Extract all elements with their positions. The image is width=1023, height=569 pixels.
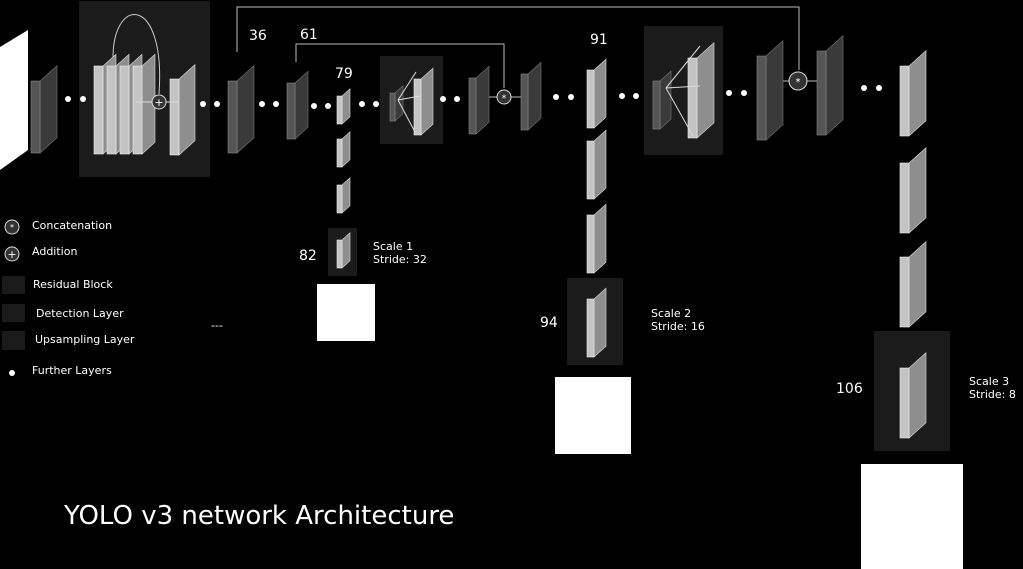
further-layer-dot [259, 101, 265, 107]
layer-slab-79c [336, 177, 351, 214]
layer-slab-36 [227, 65, 255, 154]
layer-number-91: 91 [590, 32, 608, 48]
residual-block-swatch [2, 276, 25, 294]
layer-slab-g3 [899, 241, 927, 328]
diagram-title: YOLO v3 network Architecture [63, 501, 454, 531]
further-layer-dot [359, 101, 365, 107]
layer-slab-91a [586, 58, 607, 129]
upsample-fan-2 [665, 45, 701, 137]
upsample-fan-1 [397, 71, 421, 133]
further-layer-dot [65, 96, 71, 102]
addition-icon [4, 246, 20, 262]
layer-slab-106 [899, 352, 927, 439]
scale-3-name: Scale 3 [969, 375, 1009, 388]
concat-node-1: * [496, 89, 512, 105]
skip-line-36 [236, 6, 800, 70]
upsampling-panel-1 [380, 56, 443, 144]
svg-text:Residual Block: Residual Block [33, 278, 113, 291]
svg-text:+: + [7, 248, 16, 261]
layer-slab-79a [336, 88, 351, 125]
layer-slab-79b [336, 131, 351, 168]
further-layer-dot [568, 94, 574, 100]
layer-slab-f [816, 35, 844, 136]
further-layer-dot [373, 101, 379, 107]
detection-layer-swatch [2, 304, 25, 322]
scale-1-stride: Stride: 32 [373, 253, 427, 266]
further-layer-dot [553, 94, 559, 100]
layer-number-94: 94 [540, 315, 558, 331]
layer-slab-d [520, 61, 542, 131]
skip-line-61 [295, 43, 505, 88]
svg-text:Addition: Addition [32, 245, 77, 258]
layer-slab-91c [586, 203, 607, 274]
output-scale-3 [861, 464, 963, 569]
layer-number-82: 82 [299, 248, 317, 264]
scale-2-name: Scale 2 [651, 307, 691, 320]
addition-node: + [136, 94, 178, 110]
layer-slab-up2b [687, 42, 715, 139]
further-layers-dot-icon [9, 370, 15, 376]
legend-addition: + Addition [4, 245, 77, 262]
input-image [0, 30, 28, 170]
scale-1-name: Scale 1 [373, 240, 413, 253]
scale-3-stride: Stride: 8 [969, 388, 1016, 401]
layer-slab-g1 [899, 50, 927, 137]
layer-slab-g2 [899, 147, 927, 234]
svg-text:Upsampling Layer: Upsampling Layer [35, 333, 135, 346]
svg-text:*: * [796, 77, 801, 88]
further-layer-dot [633, 93, 639, 99]
further-layer-dot [454, 96, 460, 102]
layer-number-79: 79 [335, 66, 353, 82]
svg-text:+: + [154, 96, 163, 109]
further-layer-dot [325, 103, 331, 109]
further-layer-dot [726, 90, 732, 96]
scale-2-stride: Stride: 16 [651, 320, 705, 333]
svg-text:Detection Layer: Detection Layer [36, 307, 124, 320]
legend-detection-layer: Detection Layer [2, 304, 124, 322]
further-layer-dot [273, 101, 279, 107]
legend-concatenation: * Concatenation [4, 219, 112, 235]
svg-text:*: * [502, 94, 507, 104]
layer-slab-94 [586, 287, 607, 358]
dash-marker: --- [211, 319, 223, 332]
layer-number-106: 106 [836, 381, 863, 397]
concat-node-2: * [788, 71, 808, 91]
further-layer-dot [214, 101, 220, 107]
svg-text:Concatenation: Concatenation [32, 219, 112, 232]
layer-slab-91b [586, 129, 607, 200]
output-scale-1 [317, 284, 375, 341]
output-scale-2 [555, 377, 631, 454]
layer-slab-up1b [413, 67, 434, 136]
legend-upsampling-layer: Upsampling Layer [2, 331, 135, 350]
layer-blocks [30, 35, 927, 439]
further-layer-dot [80, 96, 86, 102]
legend-further-layers: Further Layers [9, 364, 112, 377]
layer-slab-61 [286, 70, 309, 140]
layer-slab-b [169, 63, 196, 156]
further-layer-dots [65, 85, 882, 109]
residual-arc [112, 14, 161, 95]
layer-slab-c [468, 65, 490, 135]
layer-slab-82 [336, 232, 351, 269]
layer-number-61: 61 [300, 27, 318, 43]
layer-slab-a [30, 65, 58, 154]
further-layer-dot [200, 101, 206, 107]
further-layer-dot [861, 85, 867, 91]
legend-residual-block: Residual Block [2, 276, 113, 294]
further-layer-dot [619, 93, 625, 99]
svg-text:*: * [10, 223, 14, 232]
legend: * Concatenation + Addition Residual Bloc… [2, 219, 135, 377]
further-layer-dot [311, 103, 317, 109]
concatenation-icon [4, 219, 20, 235]
further-layer-dot [876, 85, 882, 91]
upsampling-layer-swatch [2, 331, 25, 350]
svg-text:Further Layers: Further Layers [32, 364, 112, 377]
layer-number-36: 36 [249, 28, 267, 44]
further-layer-dot [741, 90, 747, 96]
layer-slab-res-4 [132, 53, 156, 155]
further-layer-dot [440, 96, 446, 102]
layer-slab-e [756, 40, 784, 141]
